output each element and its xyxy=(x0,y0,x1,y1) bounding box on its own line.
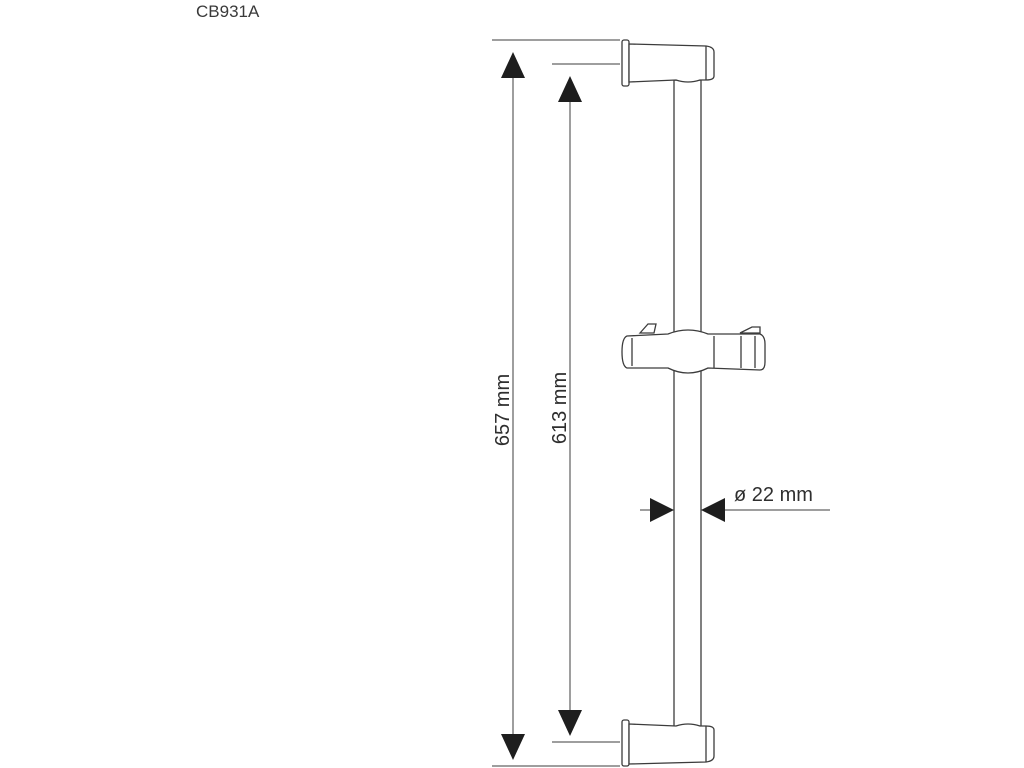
arrow-diameter-right xyxy=(701,498,725,522)
arrow-overall-bottom xyxy=(501,734,525,760)
arrow-spacing-bottom xyxy=(558,710,582,736)
arrow-spacing-top xyxy=(558,76,582,102)
overall-length-label: 657 mm xyxy=(492,374,514,446)
bottom-bracket xyxy=(621,719,715,767)
bracket-spacing-label: 613 mm xyxy=(549,372,571,444)
model-code-label: CB931A xyxy=(196,2,260,21)
arrow-overall-top xyxy=(501,52,525,78)
rail-tube xyxy=(673,79,702,731)
slider-holder xyxy=(621,323,766,374)
arrow-diameter-left xyxy=(650,498,674,522)
rail-diameter-label: ø 22 mm xyxy=(734,484,813,506)
top-bracket xyxy=(621,39,715,87)
